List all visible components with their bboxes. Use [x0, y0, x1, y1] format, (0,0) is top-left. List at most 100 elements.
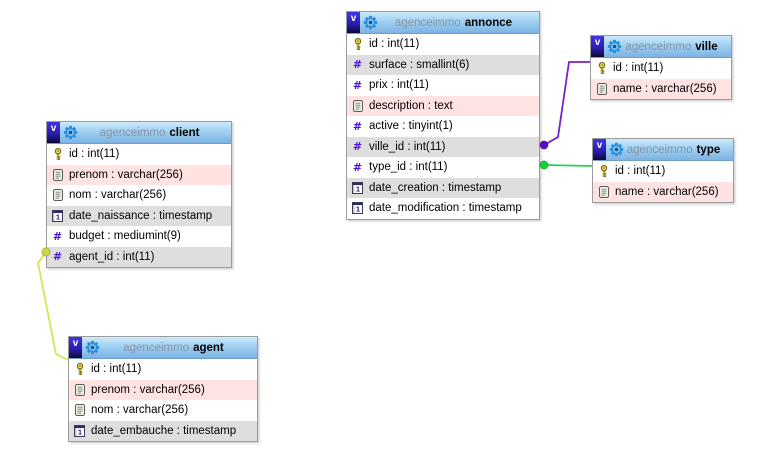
table-name: ville	[695, 40, 718, 53]
key-icon	[351, 37, 364, 51]
column-label: active : tinyint(1)	[369, 120, 453, 133]
calendar-icon: 1	[51, 209, 64, 222]
column-row-agent-0[interactable]: id : int(11)	[69, 359, 257, 380]
column-row-annonce-4[interactable]: # active : tinyint(1)	[347, 116, 539, 137]
table-name: type	[696, 143, 721, 156]
column-label: id : int(11)	[369, 38, 420, 51]
text-icon	[351, 99, 364, 112]
schema-name: agenceimmo	[625, 40, 692, 53]
text-icon	[73, 404, 86, 417]
text-icon	[595, 82, 608, 95]
schema-name: agenceimmo	[99, 126, 166, 139]
schema-name: agenceimmo	[123, 341, 190, 354]
column-row-type-0[interactable]: id : int(11)	[593, 161, 733, 182]
column-label: surface : smallint(6)	[369, 58, 470, 71]
toggle-view-v-icon[interactable]: v	[593, 139, 606, 160]
column-label: name : varchar(256)	[613, 82, 717, 95]
svg-text:1: 1	[56, 212, 60, 221]
column-row-annonce-8[interactable]: 1 date_modification : timestamp	[347, 198, 539, 219]
table-options-gear-icon[interactable]	[609, 142, 624, 157]
schema-name: agenceimmo	[626, 143, 693, 156]
toggle-view-v-icon[interactable]: v	[69, 337, 82, 358]
column-row-client-2[interactable]: nom : varchar(256)	[47, 185, 231, 206]
column-row-annonce-5[interactable]: # ville_id : int(11)	[347, 136, 539, 157]
column-label: prenom : varchar(256)	[69, 168, 183, 181]
column-label: date_creation : timestamp	[369, 181, 502, 194]
table-options-gear-icon[interactable]	[607, 39, 622, 54]
toggle-view-v-icon[interactable]: v	[347, 12, 360, 33]
column-row-client-5[interactable]: # agent_id : int(11)	[47, 246, 231, 267]
column-row-client-1[interactable]: prenom : varchar(256)	[47, 164, 231, 185]
column-label: id : int(11)	[69, 148, 120, 161]
key-icon	[597, 164, 610, 178]
numeric-icon: #	[352, 140, 363, 154]
column-row-agent-2[interactable]: nom : varchar(256)	[69, 400, 257, 421]
column-label: prenom : varchar(256)	[91, 383, 205, 396]
table-options-gear-icon[interactable]	[85, 340, 100, 355]
key-icon	[51, 147, 64, 161]
column-label: description : text	[369, 99, 453, 112]
column-row-annonce-6[interactable]: #type_id : int(11)	[347, 157, 539, 178]
column-label: date_modification : timestamp	[369, 202, 522, 215]
schema-name: agenceimmo	[394, 16, 461, 29]
text-icon	[51, 168, 64, 181]
text-icon	[597, 185, 610, 198]
table-options-gear-icon[interactable]	[63, 125, 78, 140]
column-label: id : int(11)	[615, 165, 666, 178]
text-icon	[51, 189, 64, 202]
numeric-icon: #	[352, 119, 363, 133]
column-row-agent-1[interactable]: prenom : varchar(256)	[69, 379, 257, 400]
column-row-type-1[interactable]: name : varchar(256)	[593, 181, 733, 202]
column-row-annonce-1[interactable]: # surface : smallint(6)	[347, 54, 539, 75]
column-row-annonce-2[interactable]: #prix : int(11)	[347, 75, 539, 96]
column-label: agent_id : int(11)	[69, 250, 155, 263]
column-label: ville_id : int(11)	[369, 140, 446, 153]
table-options-gear-icon[interactable]	[363, 15, 378, 30]
column-row-ville-1[interactable]: name : varchar(256)	[591, 78, 731, 99]
svg-text:1: 1	[356, 184, 360, 193]
key-icon	[595, 61, 608, 75]
svg-text:1: 1	[356, 205, 360, 214]
toggle-view-v-icon[interactable]: v	[47, 122, 60, 143]
column-row-ville-0[interactable]: id : int(11)	[591, 58, 731, 79]
column-row-annonce-0[interactable]: id : int(11)	[347, 34, 539, 55]
column-label: nom : varchar(256)	[69, 189, 167, 202]
column-label: nom : varchar(256)	[91, 404, 189, 417]
toggle-view-v-icon[interactable]: v	[591, 36, 604, 57]
column-row-client-0[interactable]: id : int(11)	[47, 144, 231, 165]
key-icon	[73, 362, 86, 376]
numeric-icon: #	[352, 78, 363, 92]
numeric-icon: #	[352, 58, 363, 72]
column-label: id : int(11)	[613, 62, 664, 75]
text-icon	[73, 383, 86, 396]
calendar-icon: 1	[73, 424, 86, 437]
column-label: date_embauche : timestamp	[91, 424, 237, 437]
column-label: name : varchar(256)	[615, 185, 719, 198]
column-row-annonce-7[interactable]: 1 date_creation : timestamp	[347, 177, 539, 198]
column-row-agent-3[interactable]: 1 date_embauche : timestamp	[69, 420, 257, 441]
column-row-annonce-3[interactable]: description : text	[347, 95, 539, 116]
column-row-client-4[interactable]: # budget : mediumint(9)	[47, 226, 231, 247]
svg-text:1: 1	[78, 427, 82, 436]
numeric-icon: #	[52, 229, 63, 243]
column-label: budget : mediumint(9)	[69, 230, 181, 243]
table-name: agent	[193, 341, 224, 354]
numeric-icon: #	[52, 250, 63, 264]
table-name: client	[169, 126, 200, 139]
